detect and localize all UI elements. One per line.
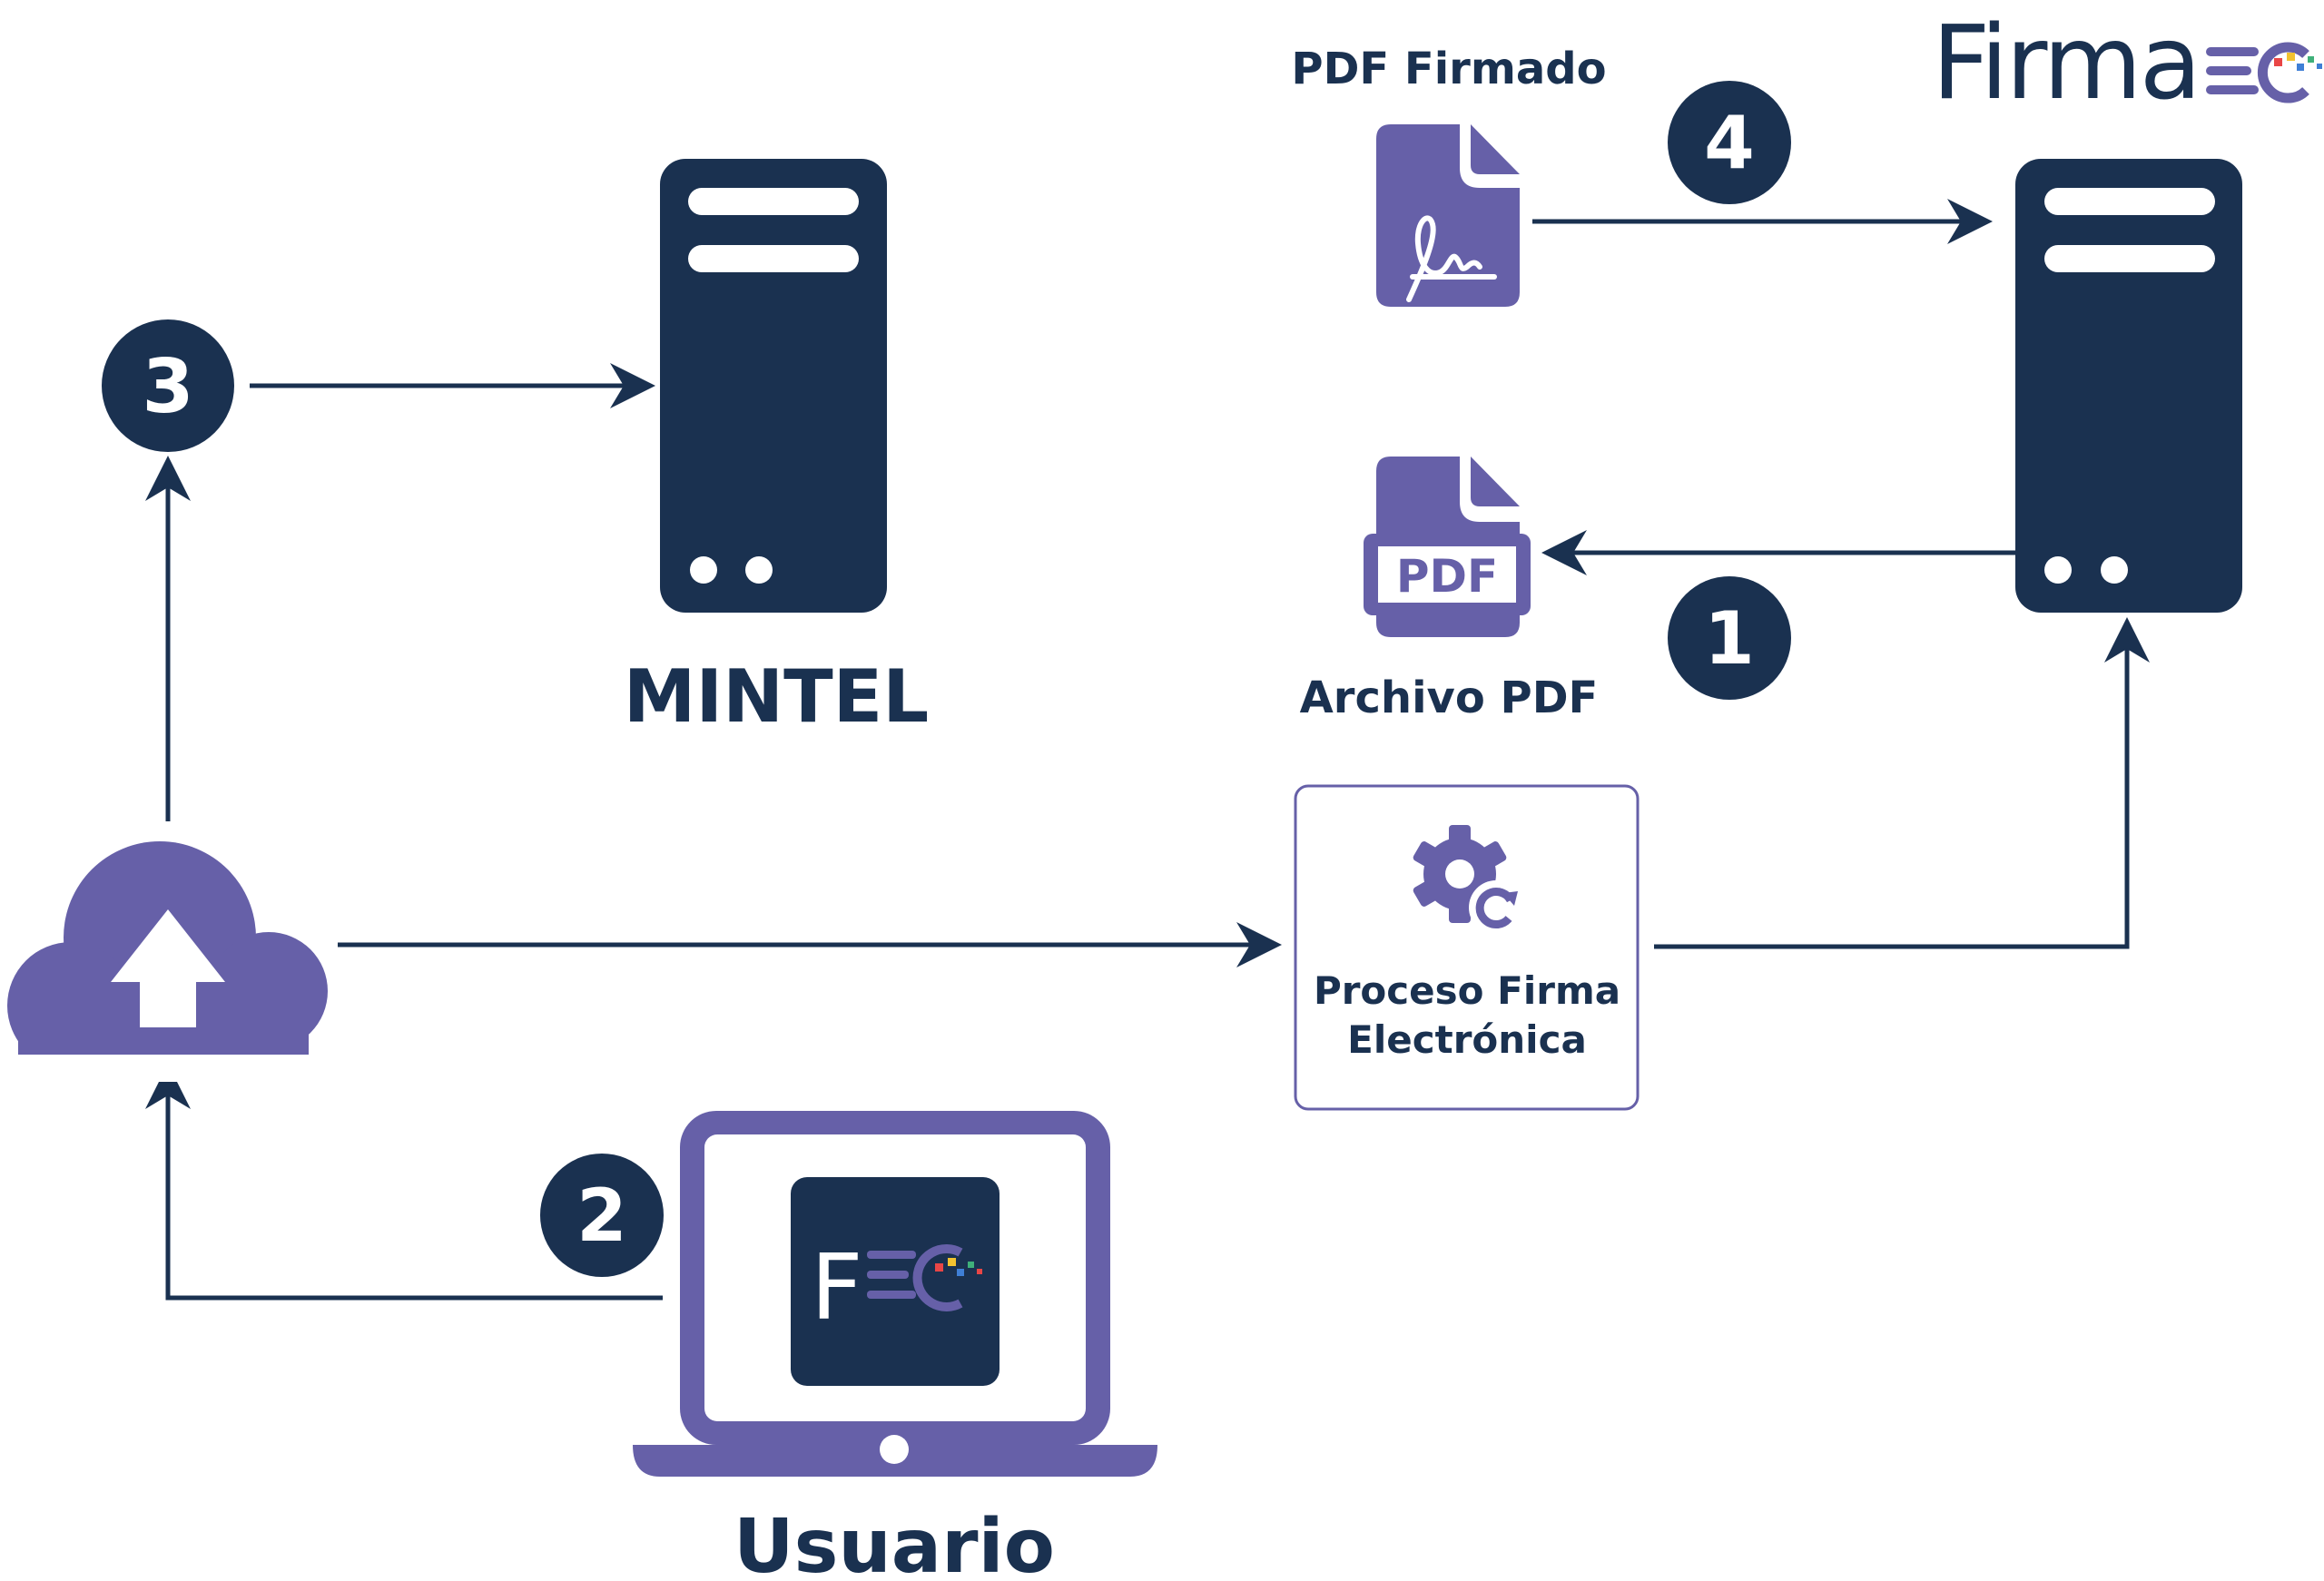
step-badge-3: 3 [102,319,234,452]
server-icon [660,159,887,613]
cloud-upload-node [0,841,328,1082]
mintel-server: MINTEL [624,159,930,739]
arrow-process-to-firmaec [1654,617,2150,949]
signed-document-icon [1376,124,1520,307]
process-box [1294,784,1640,1111]
step-number: 1 [1704,596,1755,681]
ec-mark-icon [2206,42,2322,103]
pdf-file-label: Archivo PDF [1300,673,1599,723]
process-label-line1: Proceso Firma [1314,968,1620,1013]
pdf-badge-text: PDF [1396,550,1498,603]
firmaec-app-icon: F [791,1177,1000,1386]
firmaec-server [2015,159,2242,613]
step-number: 4 [1704,101,1755,185]
step-badge-1: 1 [1668,576,1791,700]
process-label-line2: Electrónica [1347,1017,1587,1062]
step-number: 2 [576,1173,627,1258]
arrow-user-to-cloud [145,1064,663,1301]
app-icon-letter: F [811,1234,863,1340]
process-node: Proceso Firma Electrónica [1294,784,1640,1111]
user-node: F Usuario [633,1111,1157,1581]
cloud-upload-icon [0,841,328,1082]
firmaec-logo: Firma [1932,5,2322,123]
pdf-file-icon: PDF [1364,457,1531,637]
gear-refresh-icon [1413,825,1523,935]
pdf-signed-node: PDF Firmado [1291,44,1607,307]
step-badge-4: 4 [1668,81,1791,204]
pdf-file-node: PDF Archivo PDF [1300,457,1599,723]
server-icon [2015,159,2242,613]
logo-text: Firma [1932,5,2199,123]
connectors [145,199,2150,1301]
pdf-signed-label: PDF Firmado [1291,44,1606,94]
user-label: Usuario [734,1504,1055,1576]
step-number: 3 [142,344,193,430]
mintel-label: MINTEL [624,654,930,739]
laptop-icon: F [633,1111,1157,1477]
step-badge-2: 2 [540,1154,664,1277]
